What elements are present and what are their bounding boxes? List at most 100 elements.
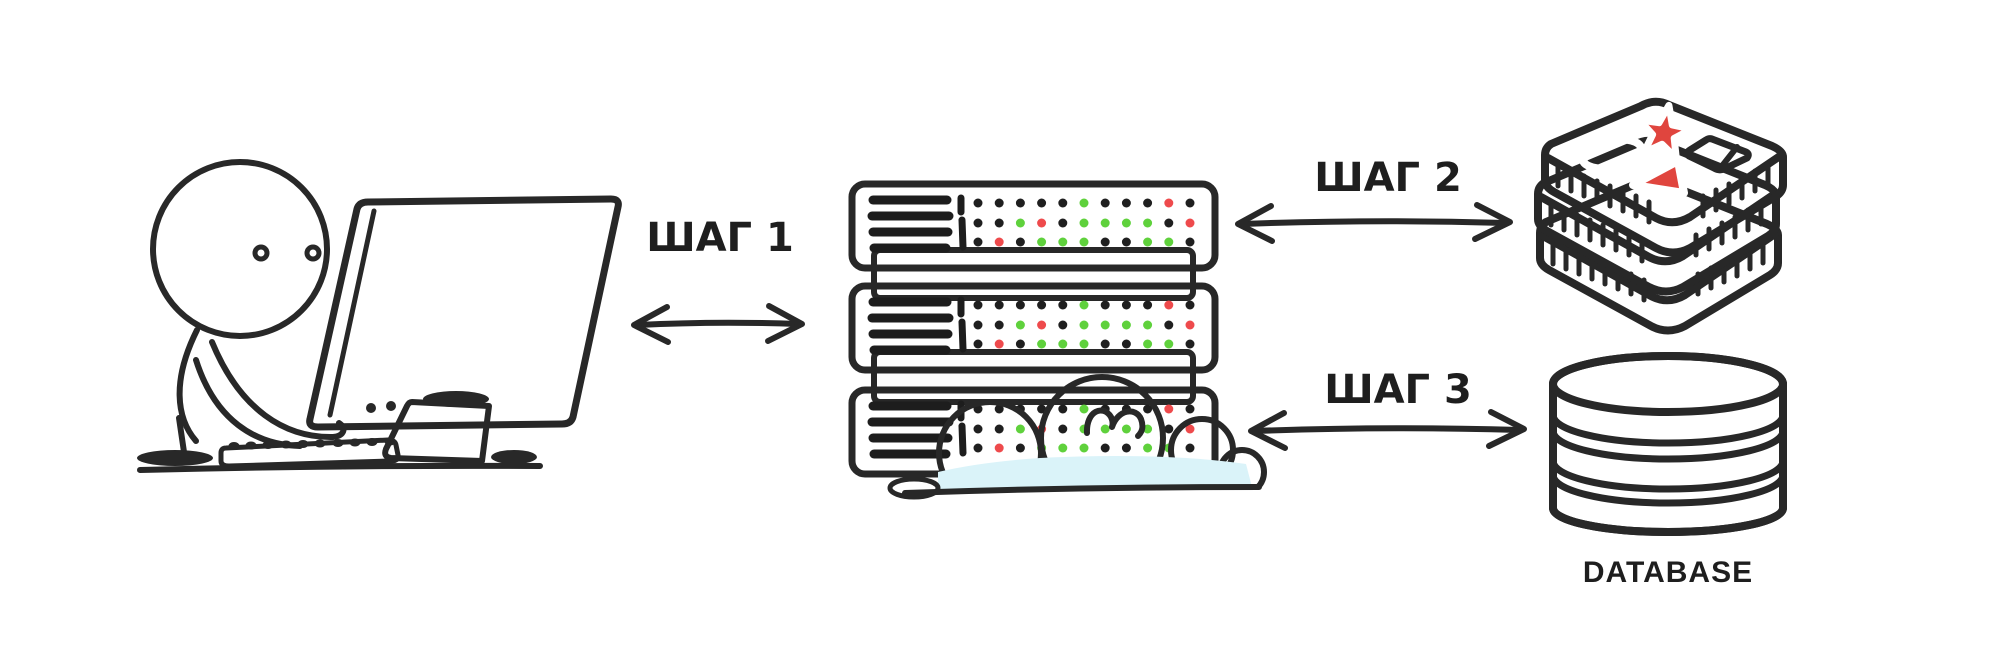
rack-connector-1 <box>871 247 1196 301</box>
server-led <box>973 237 983 247</box>
cloud-bottom-line <box>902 484 1262 496</box>
person-head <box>150 159 330 339</box>
server-led <box>973 300 983 310</box>
server-led <box>1058 198 1068 208</box>
monitor-bezel-line <box>327 208 377 418</box>
server-led <box>1164 300 1174 310</box>
server-led <box>1164 339 1174 349</box>
server-led <box>1121 300 1131 310</box>
server-led <box>1164 237 1174 247</box>
server-led <box>1185 237 1195 247</box>
server-led <box>1037 237 1047 247</box>
server-led <box>994 404 1004 414</box>
redis-square-fold-line <box>1719 144 1740 169</box>
server-led <box>1121 218 1131 228</box>
server-led <box>1185 339 1195 349</box>
server-led <box>1079 320 1089 330</box>
floor-shadow-right <box>491 450 537 464</box>
rack-connector-2 <box>871 349 1196 405</box>
user-at-computer-node <box>137 159 622 473</box>
server-led <box>1185 443 1195 453</box>
server-led <box>1058 404 1068 414</box>
server-led <box>1058 237 1068 247</box>
monitor-dot-1 <box>366 403 376 413</box>
server-led <box>1185 218 1195 228</box>
server-led <box>1015 320 1025 330</box>
redis-triangle-shape <box>1629 157 1688 197</box>
server-led <box>1185 424 1195 434</box>
server-led <box>1015 443 1025 453</box>
step1-arrow <box>631 303 805 345</box>
server-led <box>1100 198 1110 208</box>
server-led <box>1143 198 1153 208</box>
server-led <box>1079 404 1089 414</box>
server-led <box>994 443 1004 453</box>
cloud-tail <box>887 476 941 500</box>
server-led <box>1100 218 1110 228</box>
server-led <box>1185 320 1195 330</box>
server-led <box>1100 300 1110 310</box>
server-led <box>1164 424 1174 434</box>
server-led <box>1143 339 1153 349</box>
person-arm-upper <box>209 339 347 441</box>
server-led <box>1015 198 1025 208</box>
server-led-grid <box>973 198 1195 453</box>
db-sliver-2 <box>1549 457 1787 493</box>
server-led <box>1143 300 1153 310</box>
db-sliver-1 <box>1549 411 1787 447</box>
keyboard <box>218 437 401 469</box>
server-led <box>1015 237 1025 247</box>
floor-shadow-left <box>137 450 213 466</box>
server-led <box>1037 339 1047 349</box>
db-cover-1 <box>1549 427 1787 463</box>
server-unit-1 <box>852 184 1215 268</box>
step3-arrow <box>1248 409 1527 451</box>
step1-label: ШАГ 1 <box>646 215 794 261</box>
server-led <box>1037 218 1047 228</box>
monitor-dot-2 <box>386 401 396 411</box>
server-led <box>1015 339 1025 349</box>
person-leg <box>176 415 187 455</box>
server-led <box>994 339 1004 349</box>
server-led <box>1164 218 1174 228</box>
redis-star-shape <box>1635 101 1696 162</box>
server-led <box>1143 404 1153 414</box>
desk-line <box>137 462 543 473</box>
server-led <box>1058 300 1068 310</box>
edge-step1: ШАГ 1 <box>631 215 805 345</box>
server-led <box>1100 237 1110 247</box>
cloud-bottom-mask <box>893 487 1272 525</box>
server-led <box>1143 237 1153 247</box>
server-led <box>1037 320 1047 330</box>
server-led <box>973 443 983 453</box>
server-led <box>1079 443 1089 453</box>
server-led <box>1121 339 1131 349</box>
step3-label: ШАГ 3 <box>1324 367 1472 413</box>
server-led <box>994 198 1004 208</box>
server-led <box>973 424 983 434</box>
server-led <box>1058 424 1068 434</box>
server-led <box>1121 443 1131 453</box>
edge-step2: ШАГ 2 <box>1235 155 1513 244</box>
server-led <box>1037 300 1047 310</box>
server-led <box>1164 198 1174 208</box>
server-led <box>1143 218 1153 228</box>
database-label: DATABASE <box>1583 556 1753 589</box>
server-led <box>973 218 983 228</box>
server-led <box>994 218 1004 228</box>
server-led <box>1079 339 1089 349</box>
server-led <box>1079 237 1089 247</box>
server-led <box>1121 237 1131 247</box>
redis-circle-shape <box>1578 135 1646 173</box>
server-led <box>1185 198 1195 208</box>
db-top-ellipse <box>1549 352 1787 416</box>
server-led <box>994 320 1004 330</box>
server-led <box>1037 404 1047 414</box>
server-led <box>1121 320 1131 330</box>
server-led <box>973 339 983 349</box>
server-led <box>1143 443 1153 453</box>
server-led <box>994 300 1004 310</box>
server-led <box>994 424 1004 434</box>
server-led <box>1100 443 1110 453</box>
